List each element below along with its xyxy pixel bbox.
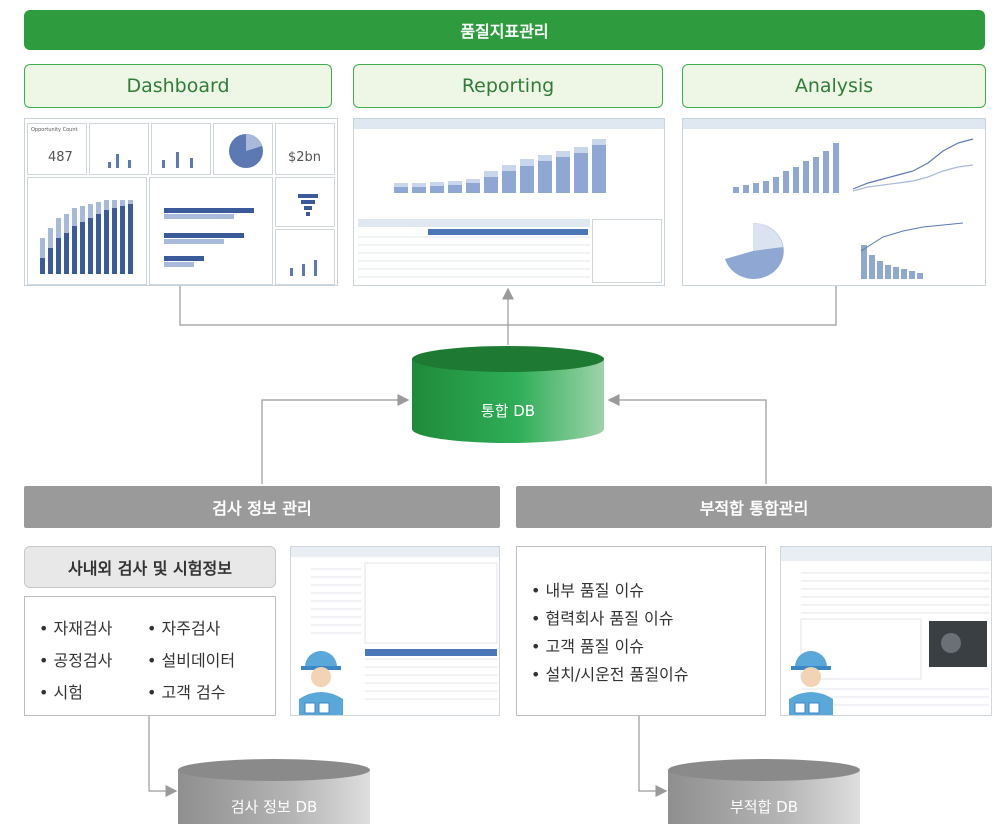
app-titlebar <box>291 547 499 557</box>
report-toolbar <box>354 119 664 129</box>
funnel-chart <box>275 177 335 227</box>
list-item: • 공정검사 <box>39 651 113 670</box>
reporting-screenshot <box>353 118 665 286</box>
list-item: • 고객 검수 <box>147 683 226 702</box>
report-side-panel <box>592 219 662 283</box>
count-card: Opportunity Count 487 <box>27 123 87 175</box>
app-table <box>311 562 498 700</box>
avg-revenue-chart <box>275 229 335 285</box>
inspection-list: • 자재검사 • 자주검사 • 공정검사 • 설비데이터 • 시험 • 고객 검… <box>24 596 276 716</box>
nonconformity-header: 부적합 통합관리 <box>516 486 992 528</box>
mini-chart-2 <box>151 123 211 175</box>
inspection-info-subtitle: 사내외 검사 및 시험정보 <box>24 546 276 588</box>
nonconformity-app-screenshot <box>780 546 992 716</box>
analysis-charts-bottom <box>725 222 964 279</box>
revenue-card: $2bn <box>275 123 335 175</box>
mini-pie <box>213 123 273 175</box>
report-table <box>358 229 590 278</box>
inspection-app-screenshot <box>290 546 500 716</box>
app-form <box>800 572 989 706</box>
inspection-db-cylinder <box>178 759 370 824</box>
tab-analysis[interactable]: Analysis <box>682 64 986 108</box>
analysis-toolbar <box>683 119 985 129</box>
list-item: • 설치/시운전 품질이슈 <box>531 665 689 684</box>
revenue-card-value: $2bn <box>288 150 322 165</box>
inspection-db-label: 검사 정보 DB <box>230 797 318 816</box>
analysis-charts-top <box>733 138 974 193</box>
report-bar-chart <box>394 139 606 193</box>
count-card-label: Opportunity Count <box>31 127 78 133</box>
nonconformity-db-label: 부적합 DB <box>729 797 798 816</box>
page-title: 품질지표관리 <box>24 10 985 50</box>
list-item: • 자주검사 <box>147 619 221 638</box>
list-item: • 내부 품질 이슈 <box>531 581 645 600</box>
tab-dashboard[interactable]: Dashboard <box>24 64 332 108</box>
list-item: • 협력회사 품질 이슈 <box>531 609 674 628</box>
list-item: • 고객 품질 이슈 <box>531 637 645 656</box>
stacked-bar-chart <box>27 177 147 285</box>
horizontal-bar-chart <box>149 177 273 285</box>
count-card-value: 487 <box>48 150 73 165</box>
report-table-header <box>358 219 590 227</box>
nonconformity-list: • 내부 품질 이슈 • 협력회사 품질 이슈 • 고객 품질 이슈 • 설치/… <box>516 546 766 716</box>
list-item: • 자재검사 <box>39 619 113 638</box>
list-item: • 시험 <box>39 683 83 702</box>
tab-reporting[interactable]: Reporting <box>353 64 663 108</box>
central-db-label: 통합 DB <box>480 401 536 420</box>
worker-icon <box>789 651 833 715</box>
central-db-cylinder <box>412 346 604 443</box>
analysis-screenshot <box>682 118 986 286</box>
dashboard-screenshot: Opportunity Count 487 $2bn <box>24 118 338 286</box>
inspection-info-header: 검사 정보 관리 <box>24 486 500 528</box>
mini-chart-1 <box>89 123 149 175</box>
worker-icon <box>299 651 343 715</box>
list-item: • 설비데이터 <box>147 651 236 670</box>
app-titlebar <box>781 547 991 561</box>
nonconformity-db-cylinder <box>668 759 860 824</box>
